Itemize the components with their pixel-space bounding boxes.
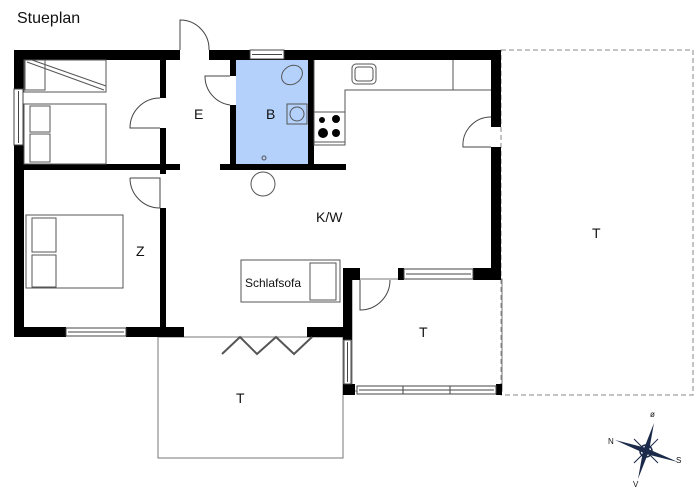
walls	[14, 50, 502, 395]
label-entrance: E	[194, 106, 203, 122]
windows	[13, 49, 497, 395]
compass-west-label: V	[633, 480, 639, 489]
compass-rose-icon	[615, 423, 678, 479]
floor-plan-title: Stueplan	[17, 10, 81, 27]
label-bathroom: B	[266, 106, 275, 122]
furniture	[23, 59, 491, 303]
label-bedroom: Z	[136, 243, 145, 259]
compass-south-label: S	[676, 456, 681, 465]
doors	[129, 19, 492, 356]
label-terrace-covered: T	[419, 324, 428, 340]
terrace-right-outline	[500, 49, 694, 396]
bathroom-floor	[236, 60, 308, 164]
label-sofa-bed: Schlafsofa	[245, 276, 301, 290]
label-terrace-front: T	[236, 390, 245, 406]
label-terrace-right: T	[592, 225, 601, 241]
label-kitchen-living: K/W	[316, 209, 343, 225]
compass-north-label: N	[608, 437, 614, 446]
terrace-front-outline	[157, 336, 344, 459]
compass-east-label: ø	[650, 410, 655, 419]
stove-burners	[318, 115, 340, 138]
